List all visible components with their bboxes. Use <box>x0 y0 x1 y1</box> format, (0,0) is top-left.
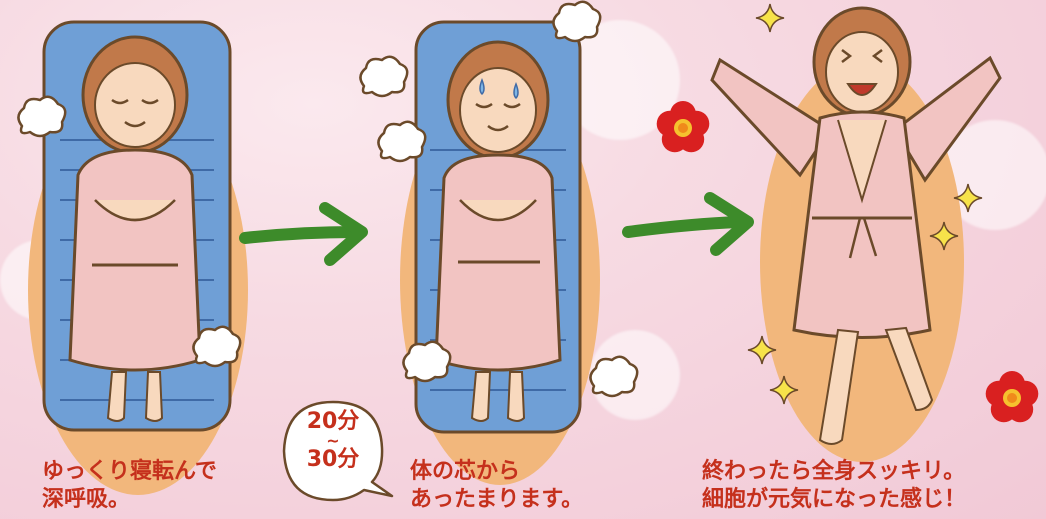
caption-line: 終わったら全身スッキリ。 <box>702 459 966 484</box>
caption-line: あったまります。 <box>410 487 584 512</box>
duration-label: 20分 ~ 30分 <box>290 410 376 472</box>
sparkle-icon <box>755 3 785 33</box>
step2-figure <box>400 20 600 485</box>
duration-from: 20分 <box>306 409 360 434</box>
plum-flower-icon <box>985 371 1039 423</box>
step1-caption: ゆっくり寝転んで 深呼吸。 <box>42 458 217 514</box>
step3-figure <box>710 6 1002 462</box>
caption-line: ゆっくり寝転んで <box>42 459 217 484</box>
step1-figure <box>28 20 248 495</box>
duration-bubble <box>282 400 394 502</box>
steam-cloud-icon <box>377 120 427 163</box>
caption-line: 深呼吸。 <box>42 487 131 512</box>
arrow-right-icon <box>239 202 368 266</box>
steam-cloud-icon <box>359 55 409 98</box>
step3-caption: 終わったら全身スッキリ。 細胞が元気になった感じ！ <box>702 458 966 514</box>
arrow-right-icon <box>622 192 754 256</box>
steam-cloud-icon <box>17 95 67 138</box>
duration-to: 30分 <box>306 447 360 472</box>
steam-cloud-icon <box>552 0 602 43</box>
steam-cloud-icon <box>589 355 639 398</box>
caption-line: 細胞が元気になった感じ！ <box>702 487 967 512</box>
duration-tilde: ~ <box>326 431 340 450</box>
steam-cloud-icon <box>402 340 452 383</box>
caption-line: 体の芯から <box>410 459 521 484</box>
step2-caption: 体の芯から あったまります。 <box>410 458 583 514</box>
plum-flower-icon <box>656 101 710 153</box>
steam-cloud-icon <box>192 325 242 368</box>
